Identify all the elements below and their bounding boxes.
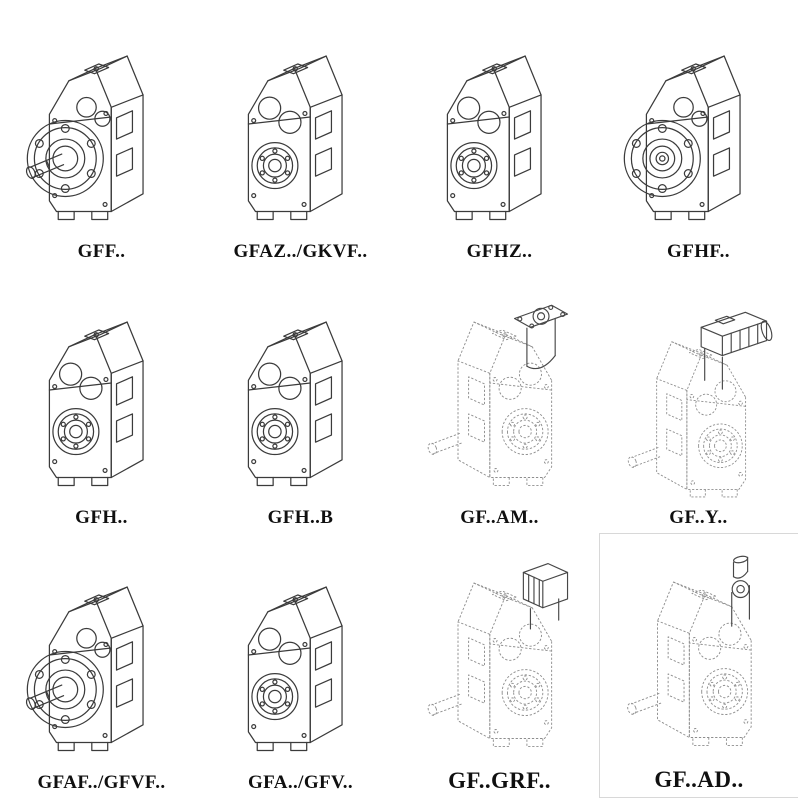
gearbox-drawing — [605, 26, 792, 238]
gearbox-drawing — [8, 26, 195, 238]
gearbox-variant-icon — [627, 312, 774, 497]
gearbox-variant-icon — [248, 587, 342, 750]
gearbox-variant-icon — [427, 564, 568, 747]
model-label: GF..AM.. — [460, 506, 539, 528]
catalog-item-gfa-gfv: GFA../GFV.. — [201, 533, 400, 798]
catalog-item-gfh-b: GFH..B — [201, 267, 400, 532]
gearbox-variant-icon — [49, 322, 143, 485]
gearbox-drawing — [406, 26, 593, 238]
gearbox-variant-icon — [248, 56, 342, 219]
gearbox-variant-icon — [25, 56, 143, 219]
model-label: GF..Y.. — [669, 506, 728, 528]
catalog-item-gf-grf: GF..GRF.. — [400, 533, 599, 798]
catalog-item-gfhf: GFHF.. — [599, 2, 798, 267]
gearbox-drawing — [406, 553, 593, 765]
catalog-item-gfaf-gfvf: GFAF../GFVF.. — [2, 533, 201, 798]
gearbox-variant-icon — [25, 587, 143, 750]
gearbox-drawing — [8, 557, 195, 769]
model-label: GFH..B — [267, 506, 334, 528]
gearbox-drawing — [606, 552, 792, 764]
model-label: GFHF.. — [667, 241, 730, 263]
model-label: GFAF../GFVF.. — [37, 772, 166, 793]
gearbox-variant-icon — [427, 305, 568, 485]
gearbox-drawing — [207, 557, 394, 769]
model-label: GFH.. — [75, 506, 128, 528]
catalog-item-gf-am: GF..AM.. — [400, 267, 599, 532]
gearbox-drawing — [605, 292, 792, 504]
catalog-item-gfh: GFH.. — [2, 267, 201, 532]
gearbox-variant-icon — [626, 555, 751, 745]
gearbox-drawing — [8, 292, 195, 504]
catalog-item-gf-ad: GF..AD.. — [599, 532, 798, 798]
gearbox-drawing — [207, 26, 394, 238]
catalog-item-gfhz: GFHZ.. — [400, 2, 599, 267]
catalog-item-gf-y: GF..Y.. — [599, 267, 798, 532]
catalog-item-gfaz-gkvf: GFAZ../GKVF.. — [201, 2, 400, 267]
gearbox-drawing — [207, 292, 394, 504]
model-label: GFAZ../GKVF.. — [233, 241, 368, 263]
model-label: GF..GRF.. — [448, 768, 551, 793]
model-label: GFHZ.. — [466, 241, 533, 263]
model-label: GF..AD.. — [654, 767, 744, 792]
gearbox-variant-icon — [624, 56, 740, 219]
gearbox-drawing — [406, 292, 593, 504]
model-label: GFF.. — [77, 241, 126, 263]
gearbox-variant-icon — [447, 56, 541, 219]
catalog-item-gff: GFF.. — [2, 2, 201, 267]
model-label: GFA../GFV.. — [247, 772, 354, 793]
gearbox-variant-icon — [248, 322, 342, 485]
